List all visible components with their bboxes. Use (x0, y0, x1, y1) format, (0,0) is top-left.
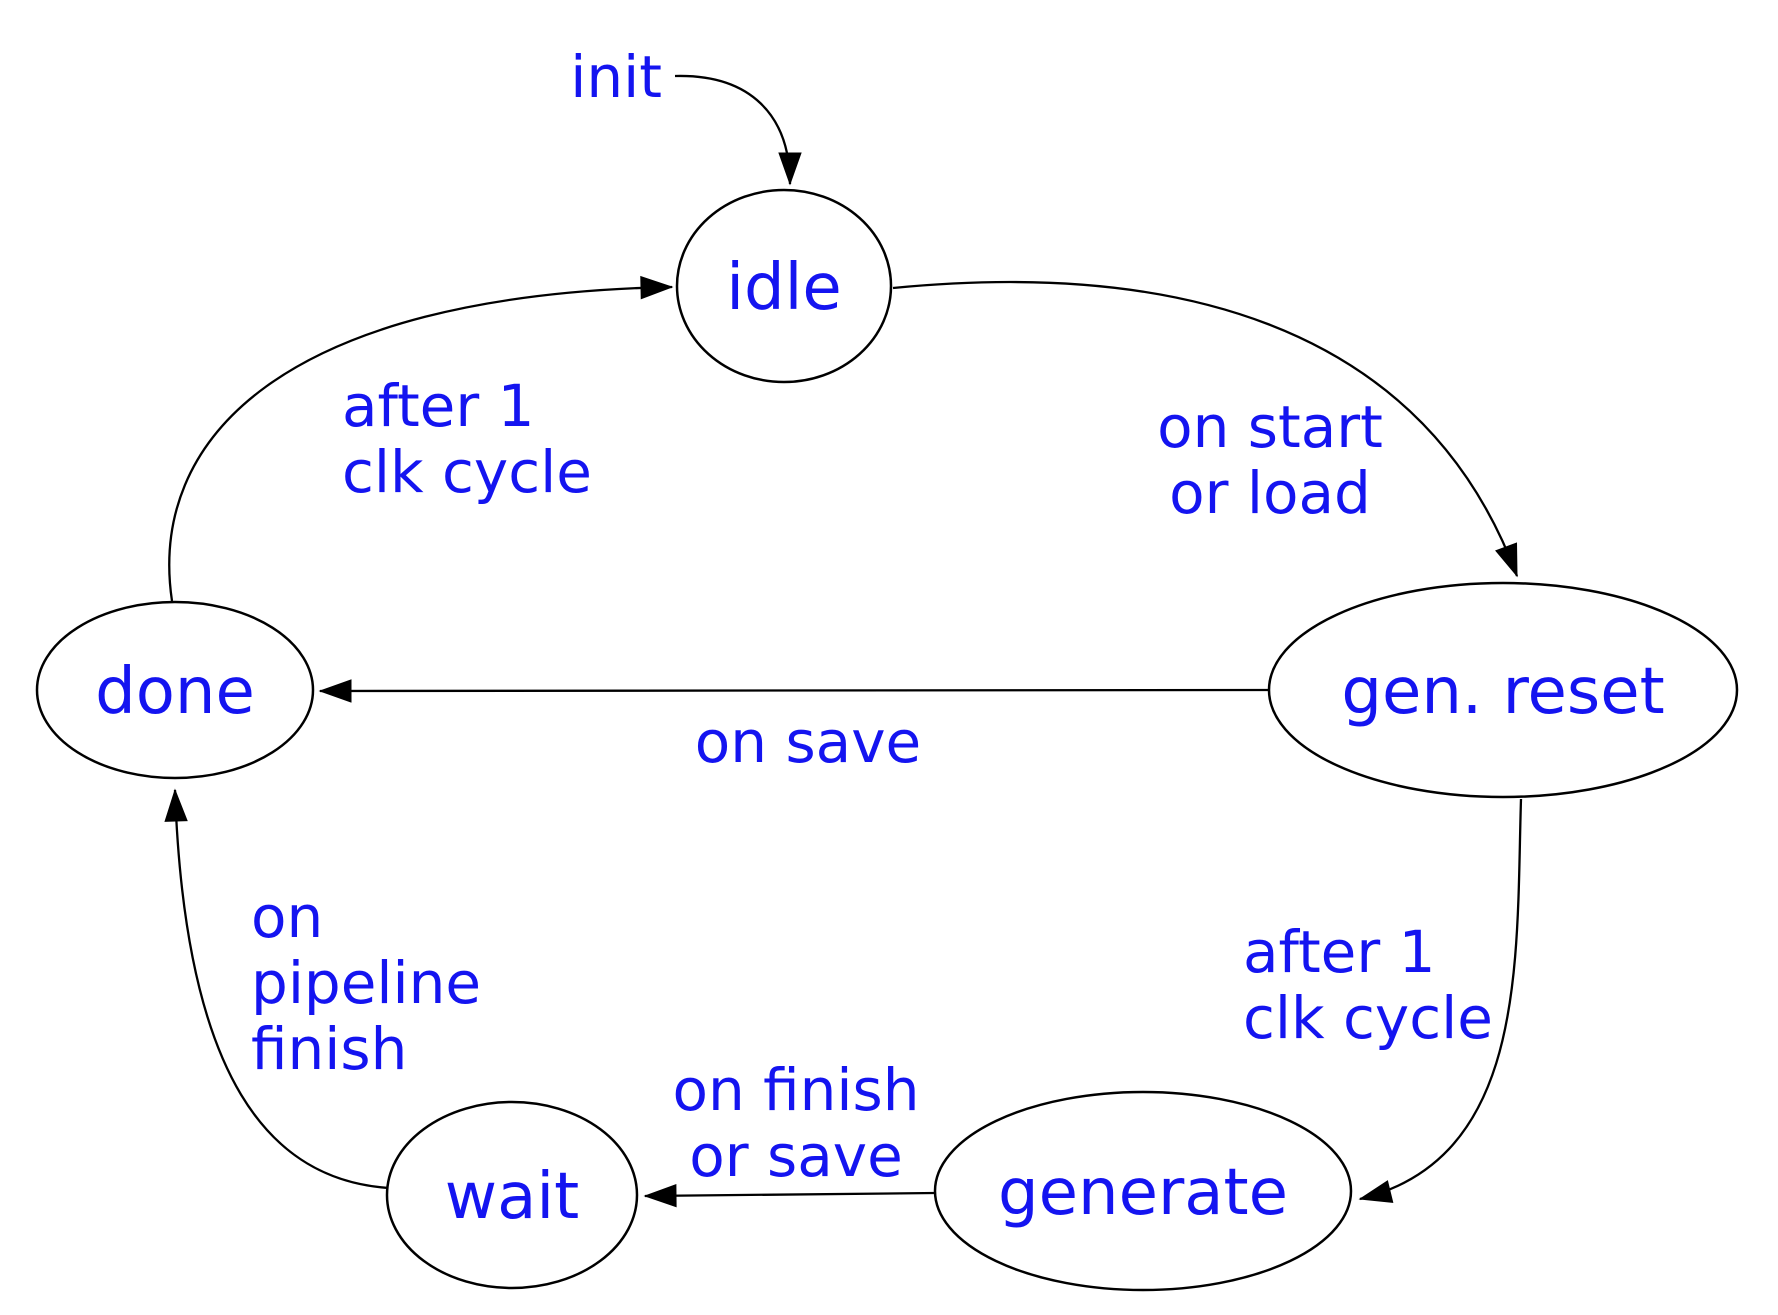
edge-label-line: or save (689, 1122, 903, 1190)
state-idle-ellipse (675, 188, 893, 384)
state-gen-reset-ellipse (1267, 581, 1739, 799)
edge-label-after-1-clk-cycle-right: after 1 clk cycle (1243, 918, 1493, 1052)
state-wait-label: wait (445, 1160, 579, 1234)
state-wait-ellipse (385, 1100, 639, 1290)
edge-label-on-start-or-load: on start or load (1157, 393, 1383, 527)
edge-label-line: or load (1169, 459, 1371, 527)
state-done-label: done (95, 655, 255, 729)
edge-done-to-idle (168, 275, 674, 602)
edge-idle-to-gen-reset (892, 280, 1519, 578)
edge-label-line: after 1 (342, 372, 535, 440)
edge-label-line: clk cycle (342, 438, 592, 506)
state-idle: idle (675, 188, 893, 384)
state-gen-reset-label: gen. reset (1341, 655, 1664, 729)
state-idle-label: idle (726, 251, 842, 325)
edge-label-line: pipeline (251, 949, 481, 1017)
edge-gen-reset-to-done (318, 679, 1270, 703)
edge-wait-to-done (164, 788, 390, 1190)
edge-label-line: on start (1157, 393, 1383, 461)
edge-init-to-idle (674, 74, 802, 186)
edge-label-init: init (570, 43, 662, 111)
edge-label-line: after 1 (1243, 918, 1436, 986)
state-done-ellipse (35, 600, 315, 780)
edge-label-line: on (251, 883, 323, 951)
edge-label-on-finish-or-save: on finish or save (672, 1056, 919, 1190)
state-generate-ellipse (933, 1090, 1353, 1292)
state-wait: wait (385, 1100, 639, 1290)
edge-label-line: on finish (672, 1056, 919, 1124)
edge-label-on-pipeline-finish: on pipeline finish (251, 883, 481, 1083)
edge-generate-to-wait (643, 1183, 936, 1208)
edge-gen-reset-to-generate (1358, 798, 1523, 1203)
state-done: done (35, 600, 315, 780)
state-generate: generate (933, 1090, 1353, 1292)
state-generate-label: generate (998, 1156, 1288, 1230)
edge-label-line: clk cycle (1243, 984, 1493, 1052)
edge-label-line: finish (251, 1015, 407, 1083)
edge-label-on-save: on save (695, 708, 921, 776)
edge-label-after-1-clk-cycle-left: after 1 clk cycle (342, 372, 592, 506)
state-gen-reset: gen. reset (1267, 581, 1739, 799)
